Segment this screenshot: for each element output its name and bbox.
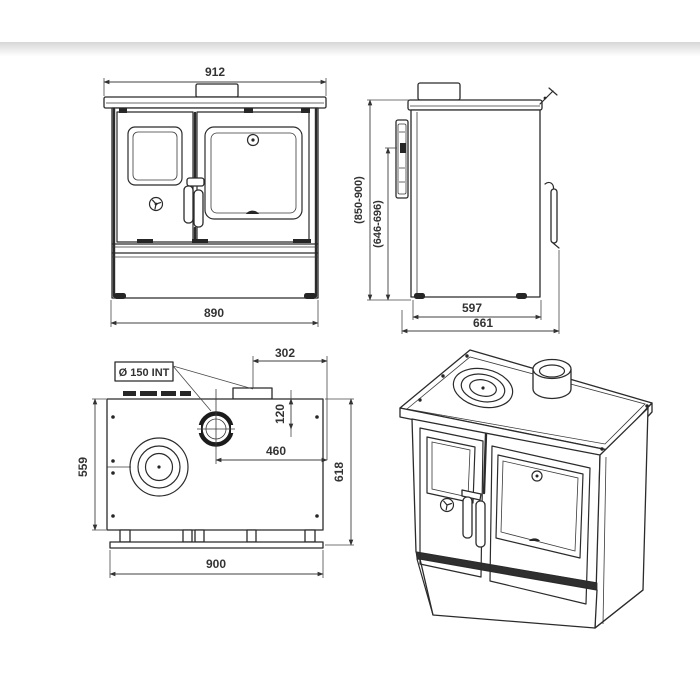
flue-diameter-label: Ø 150 INT bbox=[119, 367, 170, 379]
hinge-mark bbox=[244, 108, 253, 113]
dim-label-side-height-overall: (850-900) bbox=[353, 176, 365, 224]
dim-label-top-depth-overall: 618 bbox=[332, 462, 346, 482]
cooktop-plate-front bbox=[103, 96, 327, 109]
stove-body-side bbox=[410, 109, 541, 298]
stove-foot bbox=[414, 293, 425, 299]
side-flue-shield bbox=[395, 119, 409, 199]
stove-foot bbox=[516, 293, 527, 299]
dim-label-front-width-top: 912 bbox=[205, 65, 225, 79]
dim-label-side-depth-body: 597 bbox=[462, 301, 482, 315]
page-top-shadow bbox=[0, 42, 700, 58]
dim-label-side-flue-height: (646-696) bbox=[372, 200, 384, 248]
dim-label-top-flue-center: 120 bbox=[273, 404, 287, 424]
side-view-drawing: (850-900) (646-696) 597 661 bbox=[353, 82, 560, 334]
stove-body-front bbox=[111, 107, 319, 299]
door-handles-iso bbox=[461, 432, 488, 548]
isometric-view-drawing bbox=[399, 349, 653, 629]
hinge-mark bbox=[119, 108, 127, 113]
brand-logo-mark bbox=[246, 210, 259, 214]
flue-diameter-callout: Ø 150 INT bbox=[114, 361, 254, 412]
flue-connector-front bbox=[195, 83, 239, 98]
firebox-door-front bbox=[116, 111, 194, 243]
door-handles-front bbox=[183, 111, 205, 243]
flue-connector-top bbox=[232, 387, 273, 400]
oven-handle-side bbox=[544, 181, 560, 249]
firebox-door-iso bbox=[419, 427, 484, 578]
top-view-drawing: Ø 150 INT 302 120 460 bbox=[76, 346, 354, 578]
oven-door-iso bbox=[489, 445, 591, 605]
dim-label-top-flue-back: 302 bbox=[275, 346, 295, 360]
oven-thermometer bbox=[246, 133, 260, 147]
hotplate-rings-iso bbox=[452, 367, 514, 409]
dim-label-top-width: 900 bbox=[206, 557, 226, 571]
flue-collar-iso bbox=[532, 358, 572, 400]
flue-connector-side bbox=[417, 82, 461, 101]
stove-foot bbox=[114, 293, 126, 299]
dim-label-side-depth-overall: 661 bbox=[473, 316, 493, 330]
dim-label-front-width-bottom: 890 bbox=[204, 306, 224, 320]
stove-body-top bbox=[106, 398, 324, 531]
dim-label-top-flue-side: 460 bbox=[266, 444, 286, 458]
cooktop-plate-side bbox=[407, 99, 543, 111]
damper-lever bbox=[539, 87, 558, 105]
stove-foot bbox=[304, 293, 316, 299]
flue-collar-top bbox=[195, 389, 237, 449]
air-control-knob bbox=[148, 196, 164, 212]
front-view-drawing: 912 890 bbox=[103, 65, 327, 327]
bolt-marks bbox=[111, 415, 319, 518]
dim-label-top-depth-body: 559 bbox=[76, 457, 90, 477]
hotplate-rings-top bbox=[107, 437, 189, 497]
hinge-mark bbox=[301, 108, 310, 113]
oven-door-front bbox=[196, 111, 310, 243]
base-plate-top bbox=[109, 529, 324, 549]
